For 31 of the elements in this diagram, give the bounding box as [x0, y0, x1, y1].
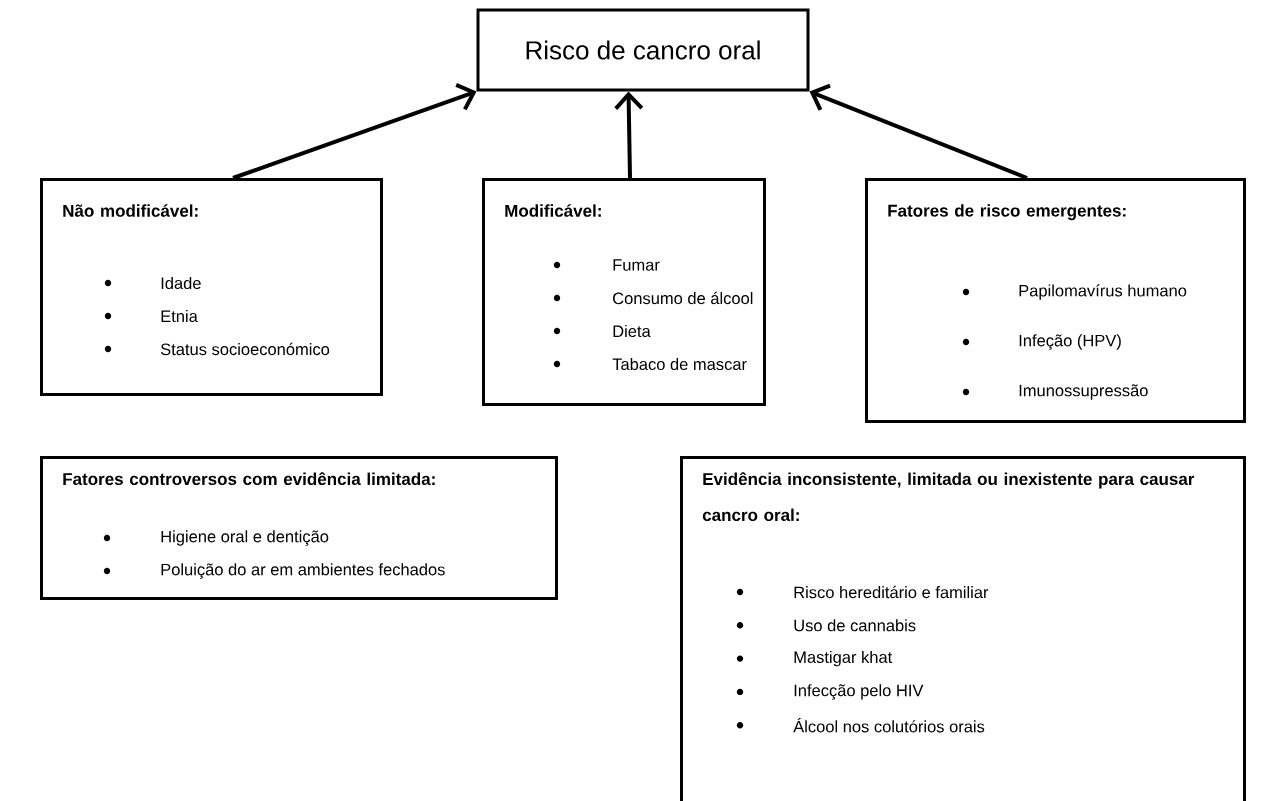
arrow: [614, 91, 644, 179]
list-item: Mastigar khat: [794, 650, 893, 667]
list-item: Consumo de álcool: [613, 291, 753, 305]
list-item: Tabaco de mascar: [612, 357, 747, 371]
list-item: Status socioeconómico: [160, 342, 330, 356]
list-item: Uso de cannabis: [794, 619, 916, 632]
category-box: [680, 456, 1246, 801]
category-box: [865, 178, 1246, 423]
box-heading: Evidência inconsistente, limitada ou inexistente para causar cancro oral:: [702, 472, 1195, 522]
arrow: [232, 83, 477, 180]
list-item: Fumar: [613, 259, 660, 271]
list-item: Dieta: [613, 324, 651, 338]
title-box: Risco de cancro oral: [476, 8, 810, 92]
category-box: [40, 456, 558, 600]
list-item: Etnia: [161, 309, 198, 323]
list-item: Papilomavírus humano: [1019, 284, 1187, 300]
box-heading: Fatores controversos com evidência limitada:: [63, 472, 435, 486]
list-item: Higiene oral e dentição: [161, 530, 329, 546]
list-item: Poluição do ar em ambientes fechados: [161, 563, 445, 579]
box-heading: Fatores de risco emergentes:: [888, 204, 1126, 221]
list-item: Idade: [161, 276, 201, 290]
list-item: Imunossupressão: [1019, 384, 1148, 400]
arrow: [809, 83, 1028, 180]
category-box: [40, 178, 383, 396]
list-item: Infecção pelo HIV: [794, 684, 924, 700]
box-heading: Não modificável:: [63, 204, 198, 217]
list-item: Infeção (HPV): [1019, 334, 1121, 350]
list-item: Álcool nos colutórios orais: [793, 718, 985, 733]
list-item: Risco hereditário e familiar: [794, 585, 989, 599]
box-heading: Modificável:: [505, 204, 601, 217]
category-box: [482, 178, 766, 406]
